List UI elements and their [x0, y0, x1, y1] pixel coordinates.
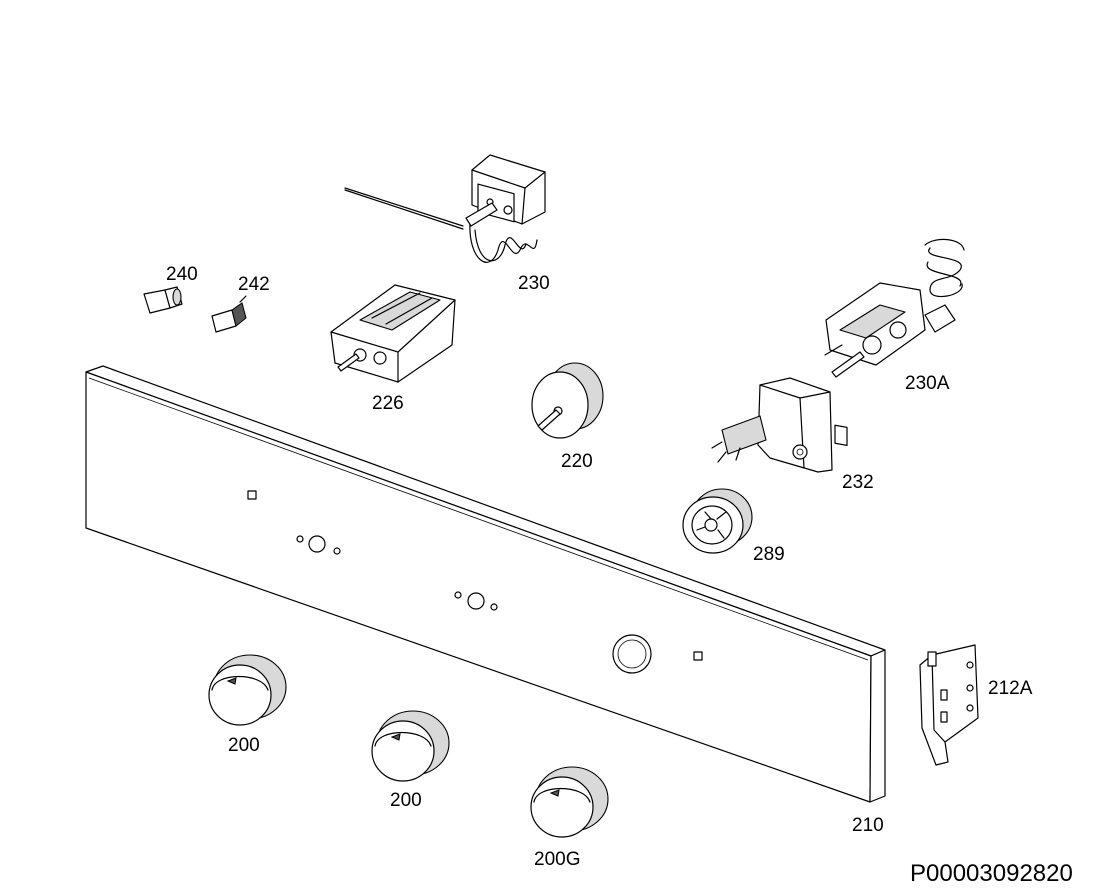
microswitch	[711, 377, 848, 473]
knob-1	[208, 654, 287, 726]
label-knob-3: 200G	[534, 849, 581, 870]
lamp-connector	[211, 295, 247, 333]
label-knob-bush: 289	[753, 544, 785, 565]
label-gas-valve: 230A	[905, 373, 950, 394]
indicator-lamp	[143, 286, 183, 314]
label-microswitch: 232	[842, 472, 874, 493]
label-indicator-lamp: 240	[166, 264, 198, 285]
knob-2	[371, 710, 450, 782]
label-selector-switch: 226	[372, 393, 404, 414]
label-thermostat: 230	[518, 273, 550, 294]
gas-valve	[824, 238, 965, 378]
label-timer: 220	[561, 451, 593, 472]
label-control-panel: 210	[852, 815, 884, 836]
control-panel	[85, 365, 886, 803]
knob-bush	[682, 488, 753, 554]
document-id: P00003092820	[910, 860, 1073, 887]
panel-bracket	[919, 644, 979, 766]
timer	[531, 362, 604, 439]
thermostat	[344, 154, 546, 263]
selector-switch	[330, 284, 456, 383]
label-panel-bracket: 212A	[988, 678, 1033, 699]
label-knob-2: 200	[390, 790, 422, 811]
label-knob-1: 200	[228, 735, 260, 756]
label-lamp-connector: 242	[238, 274, 270, 295]
knob-3	[530, 766, 609, 838]
